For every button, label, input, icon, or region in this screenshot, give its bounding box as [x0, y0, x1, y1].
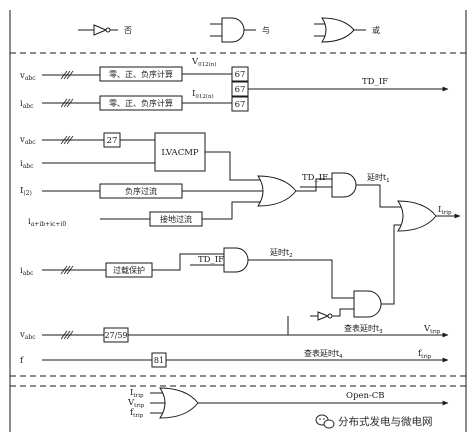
seq-calc-current-label: 零、正、负序计算: [109, 98, 173, 108]
bottom-vtrip: Vtrip: [127, 398, 145, 409]
and-gate-1: [331, 172, 357, 198]
legend-or-symbol: [314, 17, 366, 43]
not-gate: [317, 311, 330, 321]
input-i2: I(2): [20, 186, 32, 197]
block-81-label: 81: [154, 356, 164, 365]
wire-and3-or2: [381, 224, 404, 305]
not-gate-bubble: [327, 313, 333, 319]
watermark-text: 分布式发电与微电网: [338, 415, 433, 428]
signal-v012: V012(n): [191, 57, 216, 68]
legend-and-symbol: [210, 17, 256, 43]
and-gate-3: [353, 290, 382, 318]
input-iabc-top: iabc: [20, 99, 34, 110]
input-vabc-top: vabc: [19, 71, 36, 82]
signal-td-if-main: TD_IF: [362, 77, 388, 87]
legend: 否 与 或: [78, 17, 380, 43]
or-gate-2: [397, 200, 437, 232]
bus-slash-4: [60, 265, 74, 275]
input-iabc-ol: iabc: [20, 266, 34, 277]
input-vabc-mid: vabc: [19, 135, 36, 146]
block-67-a: [231, 66, 249, 82]
signal-ftrip: ftrip: [418, 349, 432, 360]
watermark: 分布式发电与微电网: [315, 414, 433, 429]
input-f: f: [20, 356, 24, 366]
block-27-59-label: 27/59: [104, 331, 127, 340]
signal-delay-t2: 延时t2: [270, 247, 293, 259]
wechat-icon: [315, 414, 335, 429]
signal-td-if-2: TD_IF: [198, 255, 224, 265]
wire-not-and3: [332, 308, 354, 317]
seq-calc-voltage-label: 零、正、负序计算: [109, 69, 173, 79]
legend-not-label: 否: [124, 26, 132, 35]
input-iabc-mid: iabc: [20, 159, 34, 170]
bus-slash-1: [60, 70, 74, 80]
lvacmp-label: LVACMP: [161, 148, 199, 158]
signal-vtrip: Vtrip: [423, 324, 441, 335]
or-gate-1: [257, 175, 297, 207]
legend-or-label: 或: [372, 25, 380, 35]
block-67-c-label: 67: [235, 100, 246, 110]
bus-slash-5: [60, 330, 74, 340]
legend-and-label: 与: [262, 26, 270, 35]
overload-label: 过载保护: [113, 265, 145, 275]
bus-slash-2: [60, 98, 74, 108]
bottom-ftrip: ftrip: [130, 408, 144, 419]
block-67-a-label: 67: [235, 70, 246, 80]
wire-gndoc-or: [202, 201, 262, 220]
bus-slash-3: [60, 135, 74, 145]
signal-open-cb: Open-CB: [346, 391, 385, 401]
wire-and2-and3: [248, 259, 354, 299]
signal-lookup-t3: 查表延时t3: [344, 323, 383, 335]
wire-lvacmp-or: [205, 151, 262, 181]
wire-and1-or2: [356, 184, 402, 208]
wire-or1-and1: [296, 178, 332, 192]
signal-lookup-t4: 查表延时t4: [304, 348, 343, 360]
input-vabc-bot: vabc: [19, 330, 36, 341]
bottom-itrip: Itrip: [130, 388, 144, 399]
signal-td-if-1: TD_IF: [302, 173, 328, 183]
block-67-c: [231, 96, 249, 112]
block-67-b-label: 67: [235, 85, 246, 95]
signal-delay-t1: 延时t1: [367, 172, 390, 184]
legend-not-symbol: [78, 24, 118, 36]
and-gate-2: [223, 247, 249, 273]
neg-seq-oc-label: 负序过流: [125, 186, 157, 196]
or-gate-open-cb: [159, 387, 199, 419]
block-27-label: 27: [107, 136, 118, 146]
ground-oc-label: 接地过流: [160, 214, 192, 224]
input-isum: ia+ib+ic+i0: [28, 217, 66, 228]
signal-i012: I012(n): [192, 89, 214, 100]
signal-itrip: Itrip: [438, 205, 452, 216]
wire-overload-and2: [152, 253, 224, 271]
